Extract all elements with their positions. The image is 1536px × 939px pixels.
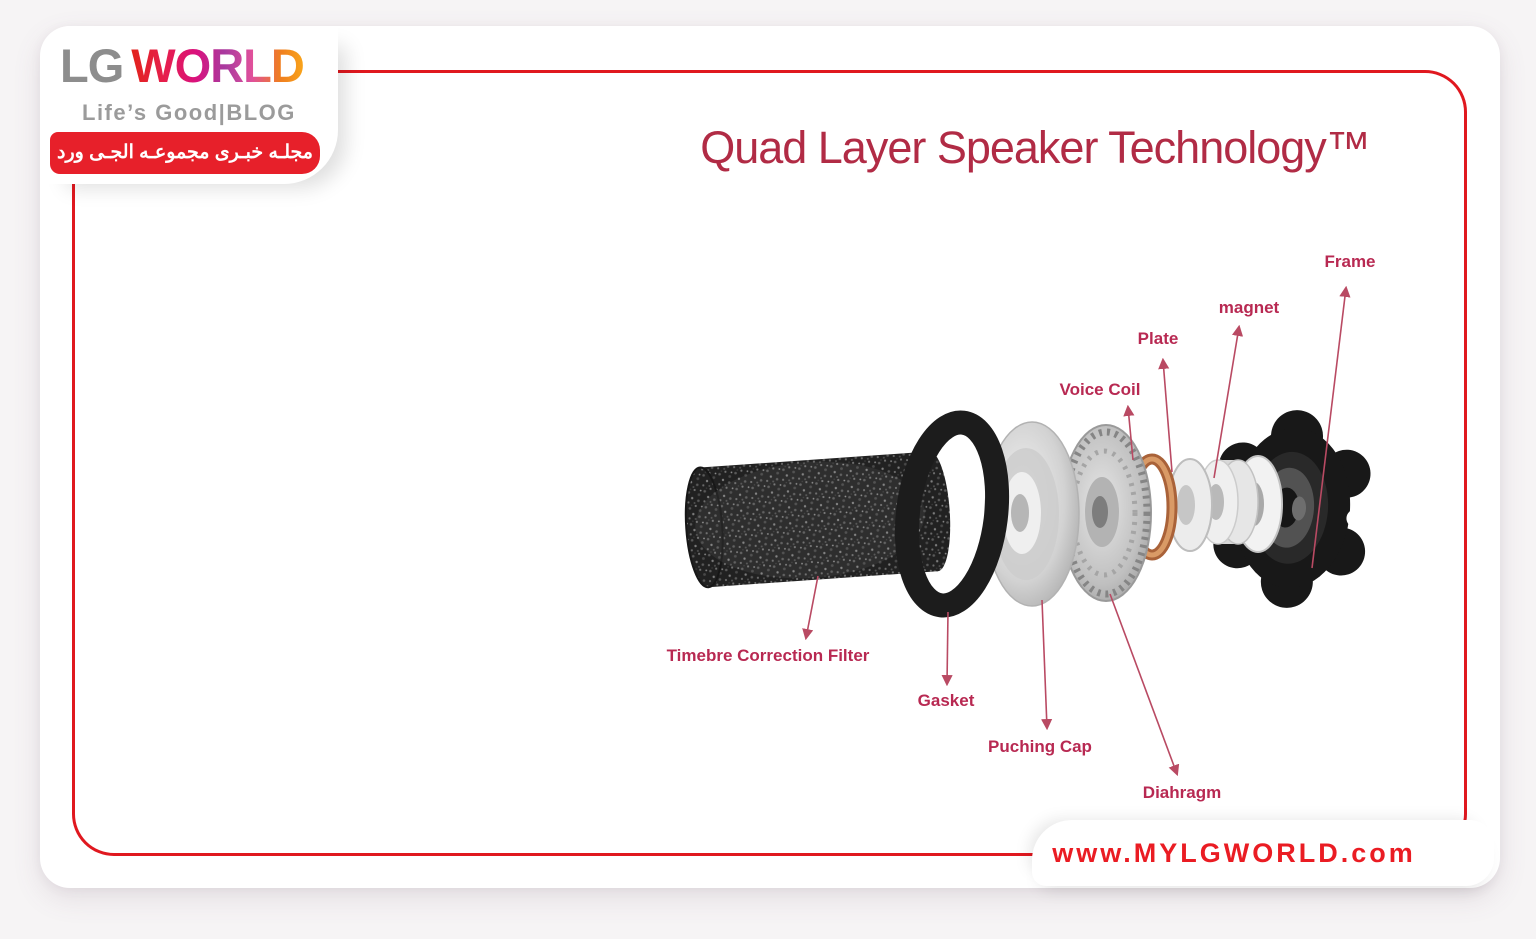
content-card bbox=[72, 70, 1467, 856]
logo-world-text: WORLD bbox=[131, 39, 305, 92]
label-voice-coil: Voice Coil bbox=[1059, 380, 1141, 399]
logo-tagline: Life’s Good|BLOG bbox=[82, 100, 296, 125]
logo-lg-text: LG bbox=[60, 39, 124, 92]
label-timbre-correction-filter: Timebre Correction Filter bbox=[666, 646, 870, 665]
label-diahragm: Diahragm bbox=[1142, 783, 1222, 802]
arabic-banner: مجلـه خبـری مجموعـه الجـی ورد bbox=[50, 132, 320, 174]
label-gasket: Gasket bbox=[917, 691, 975, 710]
label-frame: Frame bbox=[1324, 252, 1376, 271]
website-url: www.MYLGWORLD.com bbox=[1052, 838, 1416, 868]
label-puching-cap: Puching Cap bbox=[988, 737, 1092, 756]
label-plate: Plate bbox=[1137, 329, 1179, 348]
website-bubble: www.MYLGWORLD.com bbox=[1032, 820, 1494, 886]
label-magnet: magnet bbox=[1218, 298, 1280, 317]
page-title: Quad Layer Speaker Technology™ bbox=[700, 122, 1371, 173]
